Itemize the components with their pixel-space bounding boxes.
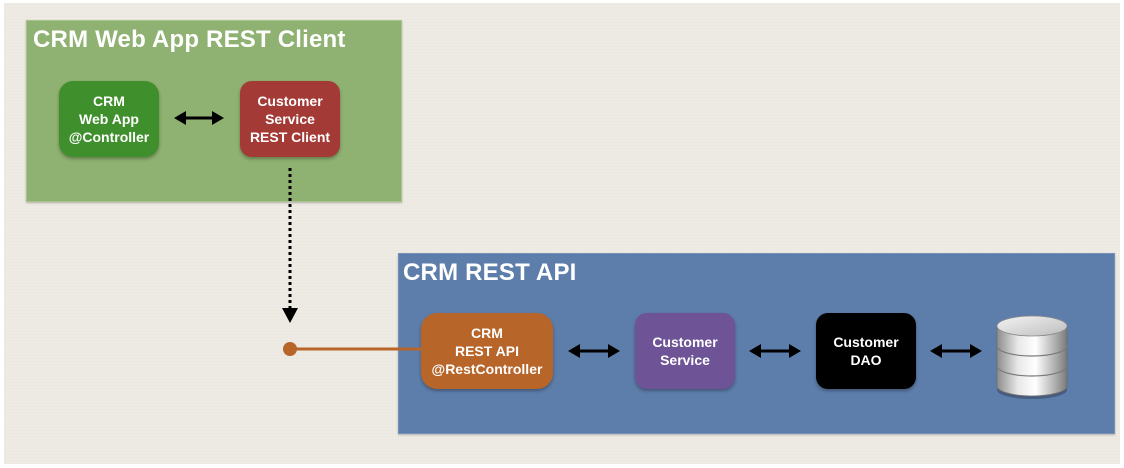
customer-service-box: Customer Service (635, 313, 735, 389)
rest-controller-box-line-3: @RestController (431, 361, 543, 377)
dao-box-line-1: Customer (833, 334, 899, 350)
double-arrow-controller-service (568, 344, 620, 358)
controller-box-line-1: CRM (93, 93, 125, 109)
rest-client-box-line-3: REST Client (249, 129, 331, 145)
double-arrow-client (174, 111, 224, 125)
customer-dao-box: Customer DAO (816, 313, 916, 389)
rest-client-panel-title: CRM Web App REST Client (33, 26, 346, 53)
diagram-connectors (174, 111, 1068, 399)
rest-controller-box-line-2: REST API (454, 343, 520, 359)
controller-box-line-2: Web App (79, 111, 139, 127)
crm-web-app-controller-box: CRM Web App @Controller (59, 81, 159, 157)
service-box-line-2: Service (660, 352, 710, 368)
rest-client-box-line-2: Service (265, 111, 315, 127)
dao-box-line-2: DAO (850, 352, 882, 368)
rest-client-box-line-1: Customer (257, 93, 323, 109)
service-box-line-1: Customer (652, 334, 718, 350)
database-icon (996, 315, 1068, 399)
controller-box-line-3: @Controller (68, 129, 150, 145)
double-arrow-service-dao (749, 344, 801, 358)
rest-controller-box-line-1: CRM (471, 325, 503, 341)
double-arrow-dao-database (930, 344, 982, 358)
rest-api-panel-title: CRM REST API (403, 259, 577, 286)
endpoint-connector (283, 342, 421, 356)
customer-service-rest-client-box: Customer Service REST Client (240, 81, 340, 157)
dotted-arrow-down (282, 168, 298, 323)
crm-rest-api-restcontroller-box: CRM REST API @RestController (421, 313, 553, 389)
slide-canvas: CRM Web App REST Client CRM REST API CRM… (4, 3, 1120, 464)
